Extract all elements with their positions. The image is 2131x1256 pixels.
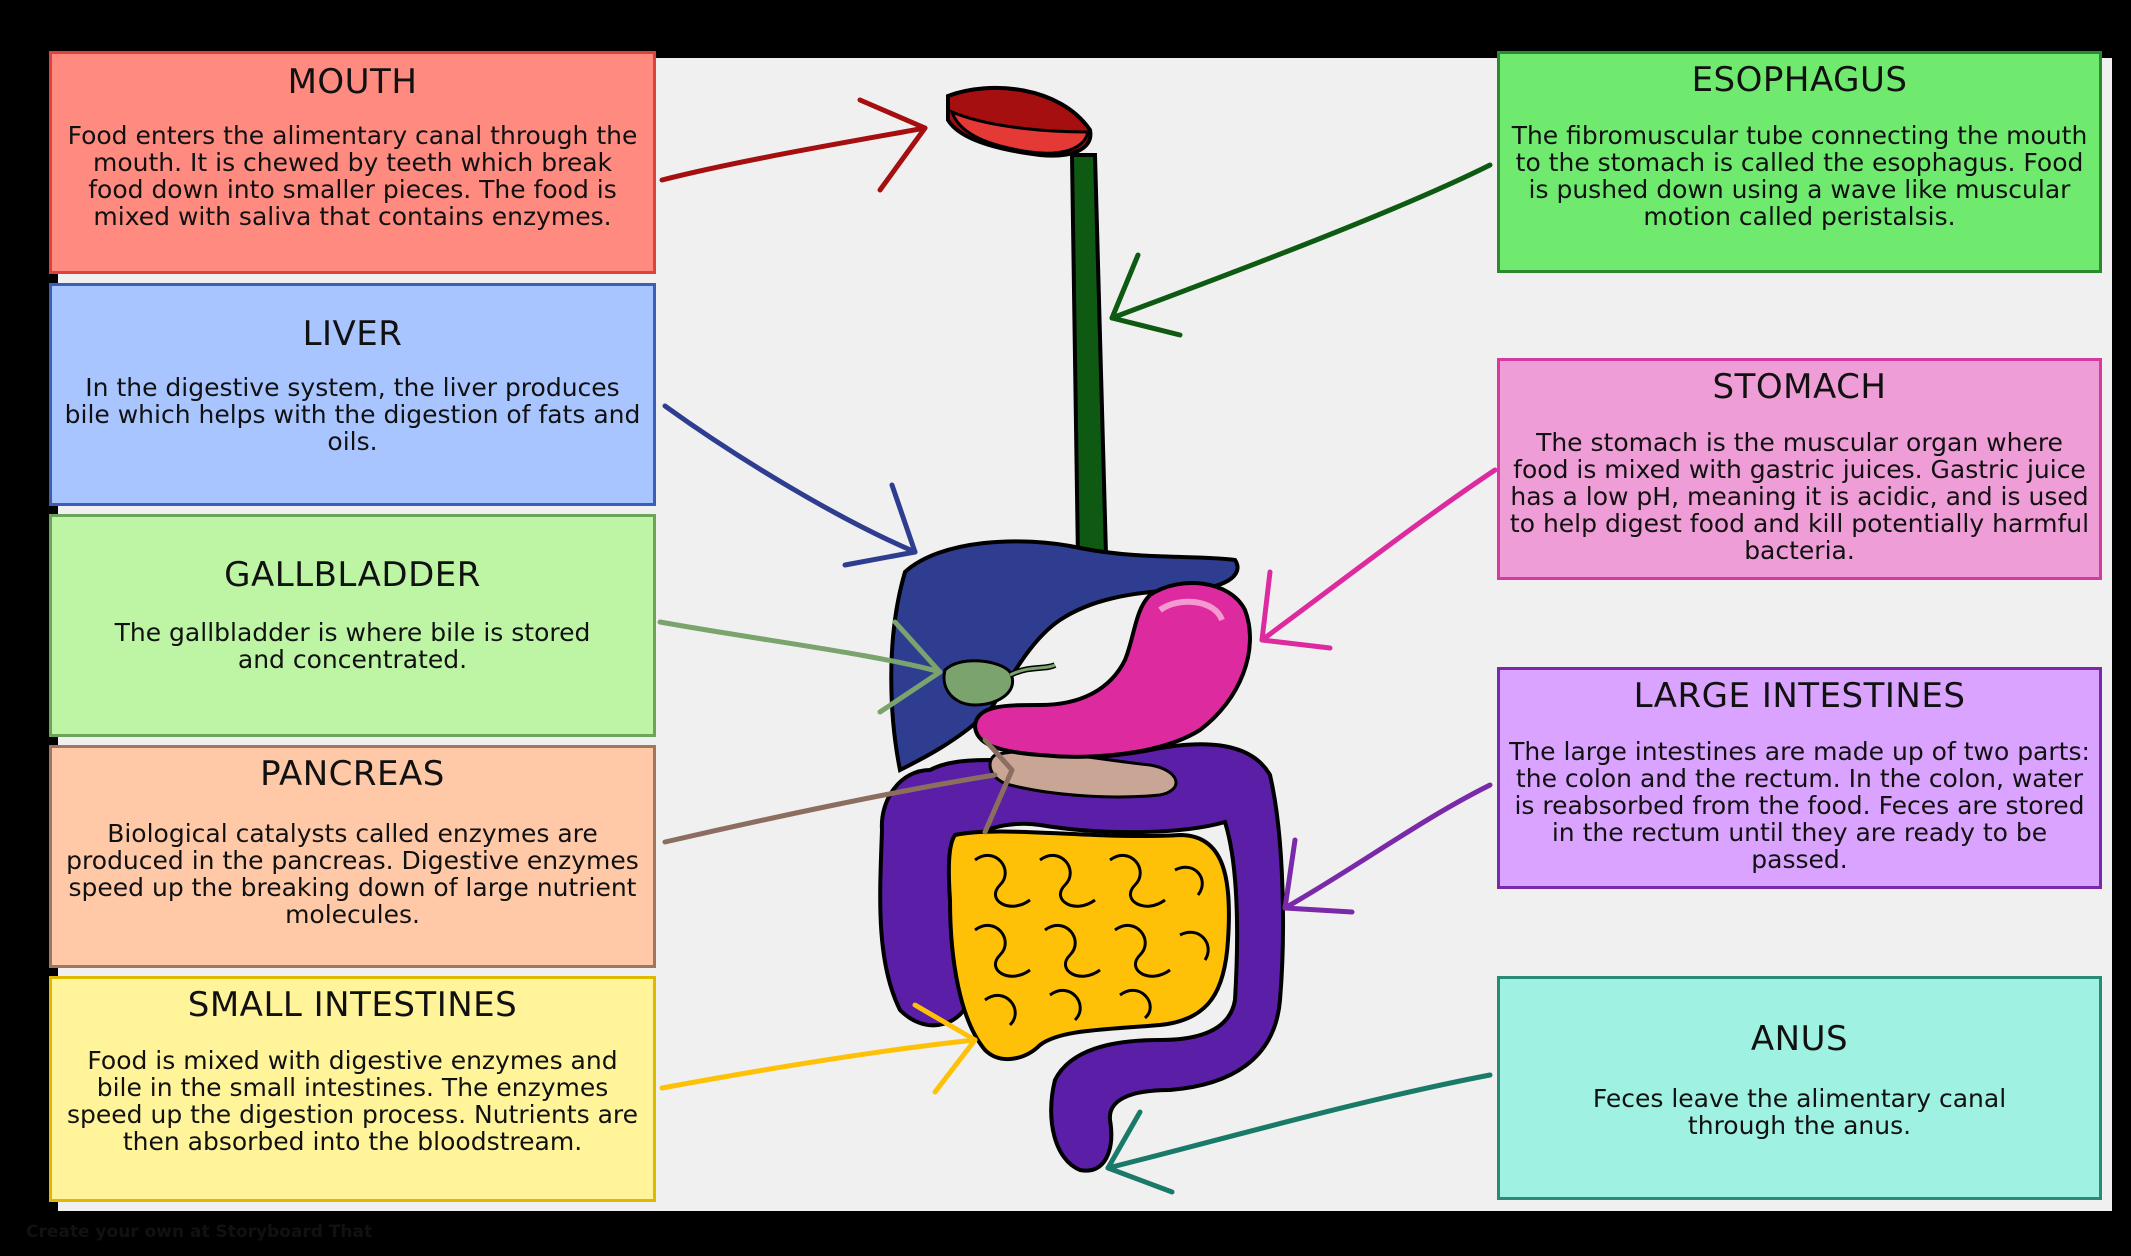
stomach-arrow [1262, 470, 1495, 648]
mouth-arrow [662, 100, 925, 190]
credit-text: Create your own at Storyboard That [26, 1222, 372, 1242]
liver-arrow [665, 406, 915, 565]
gallbladder-organ [944, 661, 1055, 705]
esophagus-arrow [1112, 165, 1490, 335]
large-intestines-arrow [1285, 785, 1490, 912]
anus-arrow [1108, 1075, 1490, 1192]
esophagus-organ [1072, 155, 1106, 560]
small-intestine-organ [949, 831, 1229, 1059]
